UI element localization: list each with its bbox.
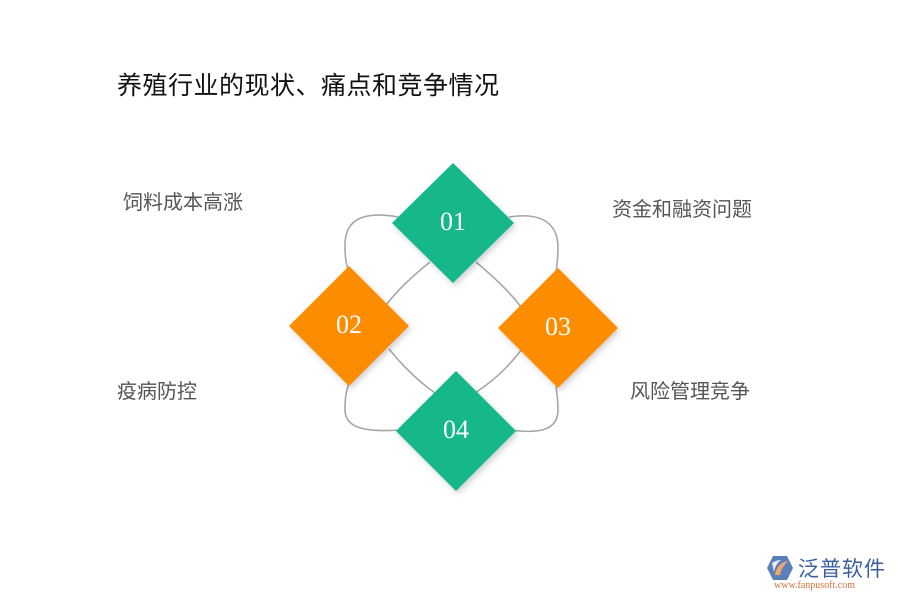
connector-inner-top-left — [385, 261, 431, 306]
diamond-01 — [392, 163, 514, 283]
diamond-number-03: 03 — [545, 312, 571, 341]
page-title: 养殖行业的现状、痛点和竞争情况 — [117, 71, 500, 100]
item-label-feed-cost: 饲料成本高涨 — [123, 190, 243, 214]
fanpu-logo-icon — [767, 556, 793, 580]
connector-inner-bottom-right — [474, 348, 523, 394]
logo-url: www.fanpusoft.com — [774, 580, 856, 591]
diamond-number-04: 04 — [443, 415, 469, 444]
connector-loop-top-right — [508, 215, 559, 273]
diamond-number-02: 02 — [336, 310, 362, 339]
connector-loop-bottom-right — [509, 385, 559, 433]
item-label-risk-management: 风险管理竞争 — [630, 379, 750, 403]
logo-name: 泛普软件 — [798, 557, 886, 581]
connector-inner-top-right — [475, 261, 522, 308]
item-label-funding: 资金和融资问题 — [612, 197, 752, 221]
item-label-disease-control: 疫病防控 — [117, 379, 197, 403]
diamond-number-01: 01 — [440, 207, 466, 236]
connector-loop-bottom-left — [344, 382, 403, 432]
connector-loop-top-left — [344, 214, 399, 273]
connector-inner-bottom-left — [388, 348, 436, 394]
diamond-04 — [396, 371, 516, 491]
brand-logo: 泛普软件 www.fanpusoft.com — [766, 553, 896, 595]
diamond-03 — [498, 268, 618, 388]
diamond-02 — [289, 266, 409, 386]
connector-lines — [344, 214, 559, 433]
